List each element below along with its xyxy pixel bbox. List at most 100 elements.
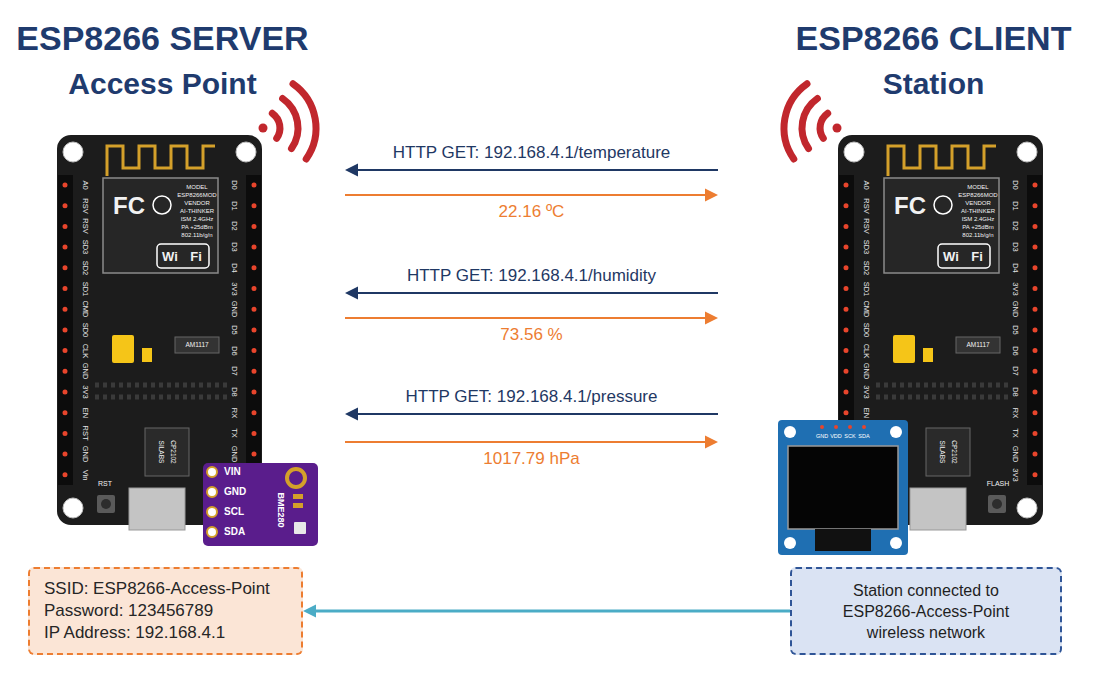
pin-label: D6 <box>230 346 238 356</box>
chip-marking: Wi <box>162 250 178 263</box>
sensor-pin <box>207 527 217 537</box>
arrow-head <box>345 164 358 177</box>
network-setting: Password: 123456789 <box>44 600 287 622</box>
pin-label: EN <box>81 407 89 417</box>
button-label: FLASH <box>987 480 1010 487</box>
pin-label: GND <box>230 446 238 463</box>
wifi-dot <box>833 124 842 133</box>
chip-marking: PA +25dBm <box>181 224 212 230</box>
chip-marking: AM1117 <box>966 342 989 349</box>
pin-label: D3 <box>1011 242 1019 252</box>
arrow-line <box>356 413 718 415</box>
arrow-line <box>314 610 790 613</box>
chip-marking: AI-THINKER <box>180 208 214 214</box>
message-label: 22.16 ºC <box>496 202 568 222</box>
chip-marking: SILABS <box>158 441 165 464</box>
device-heading: ESP8266 SERVER <box>0 18 325 58</box>
display-pin-label: SCK <box>844 434 855 440</box>
chip-marking: Fi <box>190 250 202 263</box>
pin-label: RX <box>230 407 238 417</box>
header-pins <box>822 425 865 429</box>
pin-label: CMD <box>862 301 870 318</box>
arrow-head <box>345 287 358 300</box>
flow-arrow <box>345 164 718 177</box>
sensor-pin <box>207 467 217 477</box>
pin-label: 3V3 <box>1011 282 1019 295</box>
chip-marking: ISM 2.4GHz <box>181 216 214 222</box>
pin-label: RST <box>81 426 89 441</box>
mounting-hole <box>287 469 305 487</box>
pin-label: D1 <box>1011 201 1019 211</box>
pin-label: SD1 <box>862 281 870 296</box>
message-label: HTTP GET: 192.168.4.1/pressure <box>403 387 661 407</box>
sensor-pin <box>207 507 217 517</box>
pin-label: D0 <box>230 180 238 190</box>
chip-marking: PA +25dBm <box>962 224 993 230</box>
chip-marking: ESP8266MOD <box>177 192 216 198</box>
arrow-line <box>345 317 707 319</box>
chip-marking: FC <box>113 194 145 218</box>
chip-marking: Wi <box>943 250 959 263</box>
chip-marking: CP2102 <box>951 440 958 464</box>
mounting-hole <box>890 537 902 549</box>
pin-label: A0 <box>81 180 89 189</box>
flow-arrow <box>345 312 718 325</box>
device-group: ESP8266 CLIENTStation <box>718 12 1099 552</box>
chip-marking: ESP8266MOD <box>958 192 997 198</box>
pin-label: D2 <box>1011 222 1019 232</box>
wifi-dot <box>259 124 268 133</box>
screen-ribbon <box>815 529 871 551</box>
message-label: 73.56 % <box>497 325 565 345</box>
flow-arrow <box>345 189 718 202</box>
pin-label: D3 <box>230 242 238 252</box>
pin-label: EN <box>862 407 870 417</box>
sensor-pin-label: VIN <box>224 467 241 477</box>
flow-arrow <box>345 287 718 300</box>
arrow-line <box>356 169 718 171</box>
pin-label: RX <box>1011 407 1019 417</box>
chip-marking: CP2102 <box>170 440 177 464</box>
sensor-chip <box>294 522 306 534</box>
mounting-hole <box>784 426 796 438</box>
pin-label: GND <box>862 363 870 380</box>
wifi-wave <box>293 84 316 159</box>
sensor-pcb <box>203 463 318 546</box>
display-pin-label: GND <box>816 434 828 440</box>
network-info-box: SSID: ESP8266-Access-PointPassword: 1234… <box>28 567 303 655</box>
pin-label: GND <box>81 363 89 380</box>
sensor-pin <box>207 487 217 497</box>
display-pin-label: SDA <box>858 434 869 440</box>
chip-marking: MODEL <box>186 184 207 190</box>
oled-module <box>778 420 908 555</box>
oled-pcb <box>778 420 908 555</box>
button-label: RST <box>98 480 112 487</box>
pin-label: D7 <box>230 367 238 377</box>
smd-pad <box>293 494 303 499</box>
smd-pad <box>293 503 303 508</box>
pin-label: D7 <box>1011 367 1019 377</box>
pin-label: D1 <box>230 201 238 211</box>
pin-label: 3V3 <box>230 282 238 295</box>
arrow-line <box>345 441 707 443</box>
wifi-wave <box>802 99 817 149</box>
chip-marking: ISM 2.4GHz <box>962 216 995 222</box>
chip-marking: FC <box>894 194 926 218</box>
pin-label: RSV <box>862 219 870 234</box>
device-role: Access Point <box>0 66 325 102</box>
pin-label: D4 <box>1011 263 1019 273</box>
pin-label: TX <box>230 429 238 439</box>
arrow-head <box>345 408 358 421</box>
pin-label: TX <box>1011 429 1019 439</box>
chip-marking: 802.11b/g/n <box>962 232 993 238</box>
pin-label: SD3 <box>81 240 89 255</box>
pin-label: SD2 <box>81 261 89 276</box>
chip-marking: AM1117 <box>185 342 208 349</box>
mounting-hole <box>890 426 902 438</box>
network-setting: SSID: ESP8266-Access-Point <box>44 578 287 600</box>
display-pin-label: VDD <box>830 434 842 440</box>
pin-label: RSV <box>81 219 89 234</box>
pin-label: D8 <box>1011 387 1019 397</box>
sensor-pin-label: SCL <box>224 507 244 517</box>
pin-label: RSV <box>862 198 870 213</box>
flow-arrow <box>303 605 790 618</box>
